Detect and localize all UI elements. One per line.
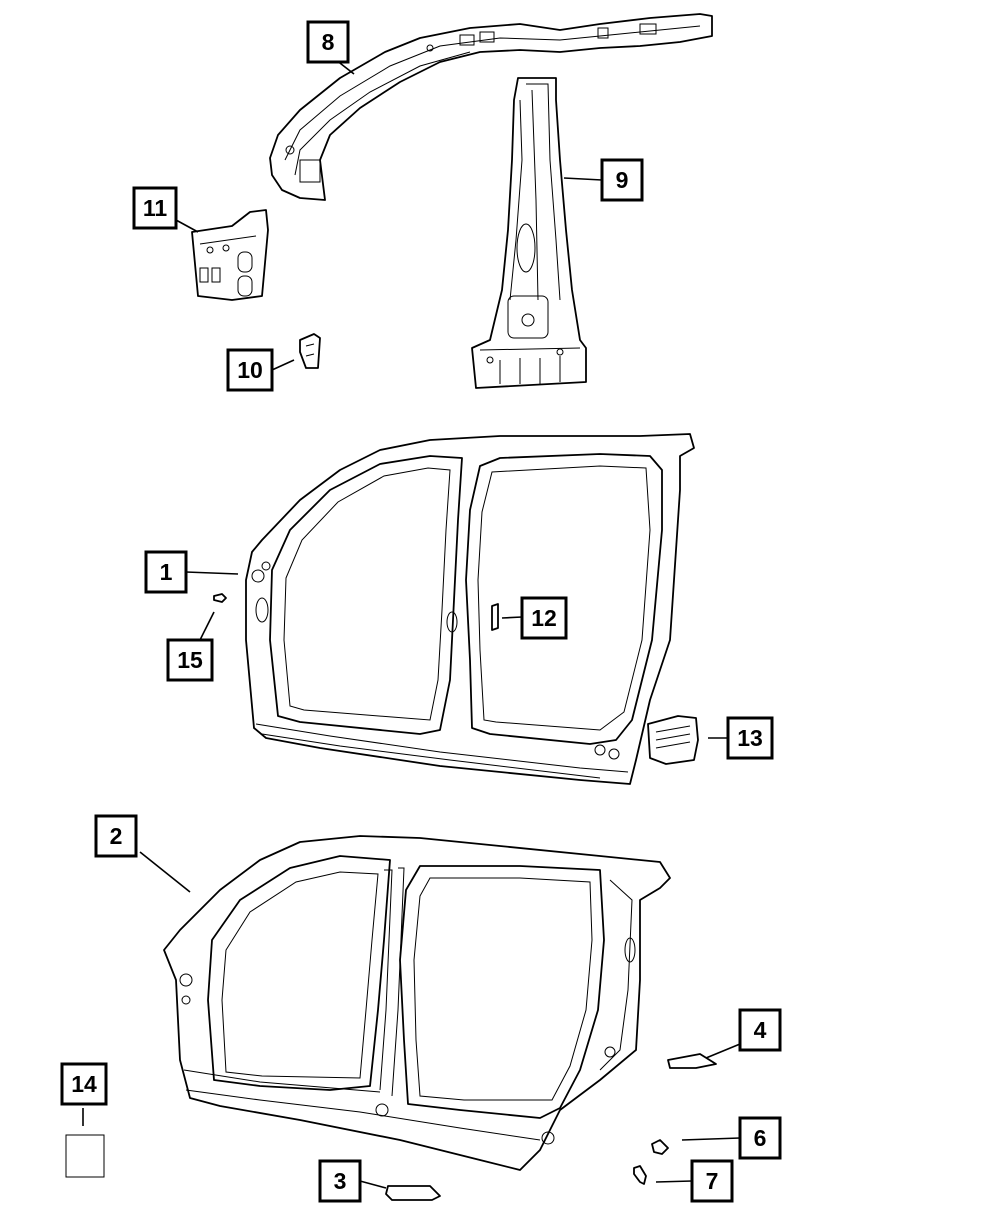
callout-11: 11 [132,186,178,230]
callout-label: 4 [754,1017,767,1043]
callout-4: 4 [738,1008,782,1052]
callout-7: 7 [690,1159,734,1203]
callout-label: 9 [616,167,629,193]
callout-label: 8 [322,29,335,55]
callout-label: 7 [706,1168,719,1194]
part-13-bracket [647,715,699,765]
callout-label: 13 [737,725,763,751]
callout-2: 2 [94,814,138,858]
part-3-bracket [385,1185,441,1201]
part-10-clip [299,333,321,369]
callout-label: 15 [177,647,203,673]
part-2-body-side-inner [163,835,671,1171]
callout-1: 1 [144,550,188,594]
callout-3: 3 [318,1159,362,1203]
callout-label: 12 [531,605,557,631]
part-9-b-pillar [471,77,587,389]
part-8-roof-rail [269,13,713,201]
callout-label: 10 [237,357,263,383]
callout-label: 2 [110,823,123,849]
callout-label: 6 [754,1125,767,1151]
part-14-swatch [65,1134,105,1178]
callout-8: 8 [306,20,350,64]
callout-label: 1 [160,559,173,585]
part-1-body-side-aperture [245,433,695,785]
callout-15: 15 [166,638,214,682]
callout-9: 9 [600,158,644,202]
callout-10: 10 [226,348,274,392]
callout-label: 11 [143,195,168,221]
callout-label: 3 [334,1168,347,1194]
part-15-fastener [213,593,227,603]
part-7-clip [633,1165,647,1185]
callout-13: 13 [726,716,774,760]
callout-6: 6 [738,1116,782,1160]
callout-14: 14 [60,1062,108,1106]
leader-lines [82,59,741,1189]
part-11-bracket [191,209,269,301]
part-6-clip [651,1139,669,1155]
part-4-bracket [667,1053,717,1069]
callout-12: 12 [520,596,568,640]
part-12-clip [491,603,499,631]
callout-label: 14 [71,1071,97,1097]
